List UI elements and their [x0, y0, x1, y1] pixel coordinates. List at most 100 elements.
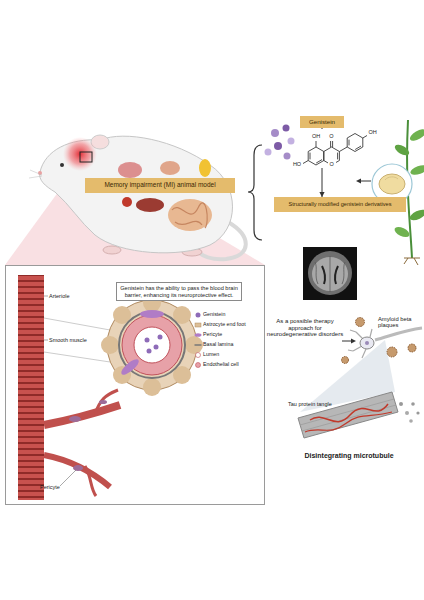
soybean-plant-part: [393, 225, 411, 239]
molecule-dots-part: [288, 138, 295, 145]
rat-illustration-part: [136, 198, 164, 212]
key-icons-part: [195, 323, 201, 327]
neuron-drawing-part: [360, 337, 374, 349]
microtubule-drawing-part: [411, 402, 415, 406]
key-label: Genistein: [203, 312, 263, 318]
mri-scan-part: [315, 256, 345, 292]
key-label: Endothelial cell: [203, 362, 263, 368]
genistein-structure-part: [303, 161, 308, 164]
atom-label: O: [328, 161, 336, 167]
neuron-drawing-part: [365, 341, 369, 345]
leader-line-part: [60, 470, 76, 486]
molecule-dots-part: [283, 125, 290, 132]
rat-illustration-part: [160, 161, 180, 175]
part-label: Pericyte: [40, 484, 80, 490]
caption-label: Disintegrating microtubule: [290, 452, 408, 460]
curly-brace-part: [248, 145, 262, 240]
soybean-plant-part: [385, 177, 398, 180]
genistein-structure-part: [332, 141, 333, 147]
bbb-cross-section-part: [134, 327, 170, 363]
genistein-structure-part: [308, 147, 324, 165]
microtubule-drawing-part: [305, 412, 392, 432]
bbb-cross-section: [101, 294, 203, 396]
zoom-lines-part: [44, 318, 110, 330]
leader-line-part: [44, 296, 48, 297]
key-icons-part: [195, 344, 202, 346]
key-label: Pericyte: [203, 332, 263, 338]
atom-label: HO: [291, 161, 303, 167]
neuron-drawing-part: [375, 328, 422, 340]
rat-illustration-part: [63, 137, 97, 171]
genistein-structure-part: [316, 141, 317, 147]
arteriole-drawing-part: [99, 400, 107, 404]
bbb-cross-section-part: [185, 336, 203, 354]
soybean-plant-part: [408, 208, 424, 223]
derivative-label-box: Structurally modified genistein derivati…: [274, 197, 406, 212]
key-label: Astrocyte end foot: [203, 322, 263, 328]
bbb-cross-section-part: [158, 335, 163, 340]
part-label: Smooth muscle: [49, 337, 104, 343]
key-icons-part: [196, 363, 201, 368]
arteriole-drawing-part: [44, 405, 120, 425]
panel-heading: Genistein has the ability to pass the bl…: [116, 282, 242, 301]
key-label: Lumen: [203, 352, 263, 358]
rat-illustration-part: [118, 162, 142, 178]
amyloid-plaque-part: [342, 357, 349, 364]
genistein-structure-part: [349, 140, 350, 146]
mri-scan-part: [312, 257, 348, 291]
compound-label-box: Genistein: [300, 116, 344, 128]
bbb-cross-section-part: [119, 312, 185, 378]
key-icons: [195, 313, 202, 368]
soybean-plant-part: [379, 174, 405, 194]
note-text: As a possible therapy approach for neuro…: [266, 318, 344, 338]
bbb-cross-section-part: [107, 300, 197, 390]
rat-illustration-part: [29, 176, 42, 178]
bbb-cross-section-part: [101, 336, 119, 354]
key-label: Basal lamina: [203, 342, 263, 348]
leader-line-part: [44, 340, 48, 341]
arteriole-drawing-part: [18, 275, 44, 500]
therapy-arrow: [342, 339, 356, 344]
zoom-lines: [44, 318, 110, 362]
arteriole-drawing-part: [73, 465, 83, 471]
bbb-cross-section-part: [147, 349, 152, 354]
genistein-structure: [303, 129, 367, 168]
genistein-structure-part: [337, 153, 338, 160]
soybean-plant: [372, 120, 424, 265]
microtubule-drawing-part: [409, 419, 413, 423]
molecule-dots-part: [265, 149, 272, 156]
bbb-cross-section-part: [145, 338, 150, 343]
soybean-plant-part: [408, 127, 424, 143]
genistein-structure-part: [363, 136, 367, 139]
therapy-arrow-part: [351, 339, 356, 344]
genistein-structure-part: [355, 146, 361, 150]
genistein-structure-part: [310, 153, 311, 160]
arteriole-drawing: [18, 275, 120, 500]
rat-illustration-part: [60, 163, 64, 167]
microtubule-drawing-part: [416, 411, 419, 414]
genistein-structure-part: [347, 134, 363, 152]
microtubule-drawing-part: [405, 411, 409, 415]
rat-illustration: [29, 135, 246, 259]
leader-line: [44, 296, 76, 486]
rat-illustration-part: [172, 203, 207, 228]
soybean-plant-part: [404, 258, 420, 265]
microtubule-drawing-part: [399, 402, 403, 406]
atom-label: OH: [366, 129, 379, 135]
amyloid-plaque-part: [387, 347, 397, 357]
rat-illustration-part: [40, 136, 233, 253]
rat-illustration-part: [30, 170, 42, 175]
key-icons-part: [195, 333, 202, 337]
molecule-dots-part: [284, 153, 291, 160]
box-text: Memory impairment (MI) animal model: [104, 182, 215, 189]
model-label-box: Memory impairment (MI) animal model: [85, 178, 235, 193]
mri-scan: [303, 247, 357, 300]
bean-arrow-part: [360, 181, 371, 182]
microtubule-drawing-part: [298, 392, 398, 438]
amyloid-plaque-part: [356, 318, 365, 327]
box-text: Structurally modified genistein derivati…: [289, 202, 392, 208]
rat-illustration-part: [168, 199, 212, 231]
key-icons-part: [196, 353, 201, 358]
genistein-structure-part: [339, 147, 347, 152]
bean-arrow-part: [356, 179, 361, 184]
